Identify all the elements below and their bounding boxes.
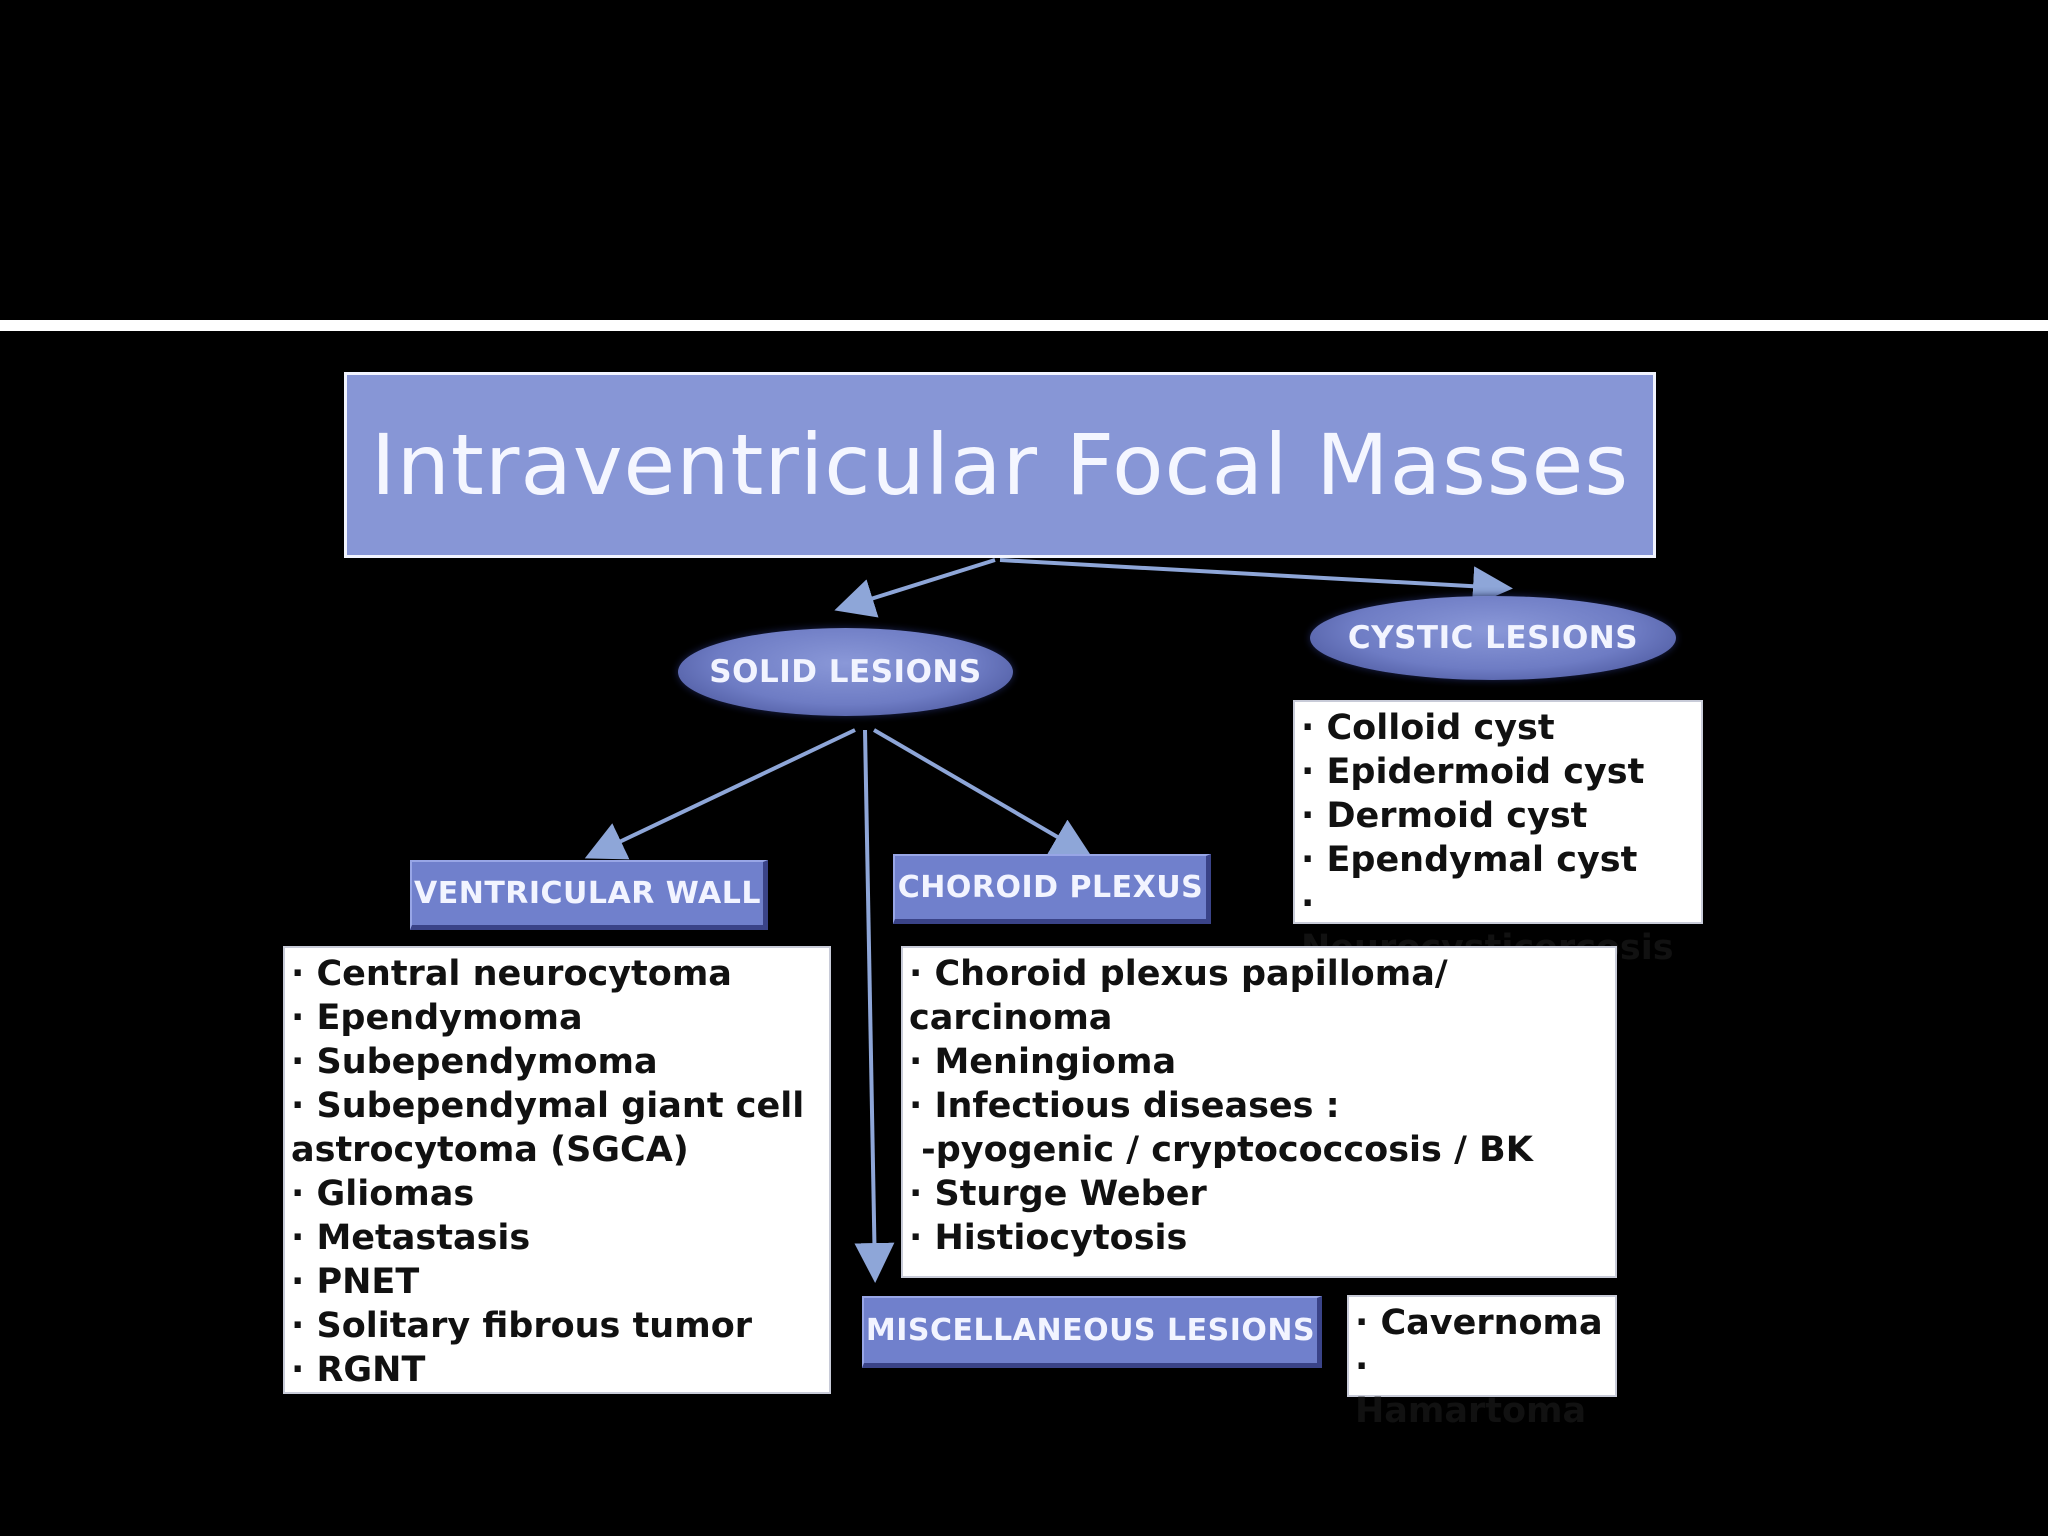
list-item: · Subependymal giant cell: [291, 1086, 805, 1126]
ventricular-wall-list: · Central neurocytoma · Ependymoma · Sub…: [283, 946, 831, 1394]
choroid-plexus-list: · Choroid plexus papilloma/ carcinoma · …: [901, 946, 1617, 1278]
list-item: carcinoma: [909, 998, 1113, 1038]
header-divider: [0, 320, 2048, 331]
ventricular-wall-label: VENTRICULAR WALL: [414, 876, 761, 911]
cystic-lesions-label: CYSTIC LESIONS: [1347, 620, 1639, 656]
list-item: · Histiocytosis: [909, 1218, 1188, 1258]
list-item: · Infectious diseases :: [909, 1086, 1340, 1126]
cystic-lesions-list: · Colloid cyst · Epidermoid cyst · Dermo…: [1293, 700, 1703, 968]
title-box: Intraventricular Focal Masses: [344, 372, 1656, 558]
list-item: · Cavernoma: [1355, 1303, 1603, 1343]
miscellaneous-lesions-node: MISCELLANEOUS LESIONS: [862, 1296, 1322, 1368]
list-item: · Epidermoid cyst: [1301, 752, 1645, 792]
ventricular-wall-node: VENTRICULAR WALL: [410, 860, 768, 930]
diagram-title: Intraventricular Focal Masses: [370, 416, 1630, 514]
list-item: · Ependymoma: [291, 998, 583, 1038]
list-item: · Metastasis: [291, 1218, 531, 1258]
cystic-lesions-node: CYSTIC LESIONS: [1310, 596, 1676, 680]
list-item: · Gliomas: [291, 1174, 475, 1214]
list-item: astrocytoma (SGCA): [291, 1130, 689, 1170]
arrow-title-to-solid: [834, 558, 996, 618]
solid-lesions-label: SOLID LESIONS: [709, 654, 982, 690]
list-item: · RGNT: [291, 1350, 426, 1390]
list-item: · Central neurocytoma: [291, 954, 732, 994]
list-item: · Ependymal cyst: [1301, 840, 1638, 880]
list-item: -pyogenic / cryptococcosis / BK: [909, 1130, 1533, 1170]
list-item: · Solitary fibrous tumor: [291, 1306, 752, 1346]
list-item: · Hamartoma: [1355, 1347, 1587, 1431]
list-item: · Choroid plexus papilloma/: [909, 954, 1448, 994]
list-item: · Dermoid cyst: [1301, 796, 1588, 836]
arrow-solid-to-miscellaneous: [854, 729, 895, 1283]
list-item: · Subependymoma: [291, 1042, 658, 1082]
arrow-title-to-cystic: [999, 558, 1513, 607]
choroid-plexus-node: CHOROID PLEXUS: [893, 854, 1211, 924]
miscellaneous-lesions-list: · Cavernoma · Hamartoma: [1347, 1295, 1617, 1431]
list-item: · Colloid cyst: [1301, 708, 1555, 748]
list-item: · Sturge Weber: [909, 1174, 1207, 1214]
choroid-plexus-label: CHOROID PLEXUS: [897, 870, 1204, 905]
solid-lesions-node: SOLID LESIONS: [678, 628, 1013, 716]
list-item: · Meningioma: [909, 1042, 1177, 1082]
list-item: · PNET: [291, 1262, 420, 1302]
arrow-solid-to-ventricular-wall: [584, 728, 856, 860]
arrow-solid-to-choroid-plexus: [872, 728, 1092, 858]
miscellaneous-lesions-label: MISCELLANEOUS LESIONS: [865, 1313, 1316, 1348]
